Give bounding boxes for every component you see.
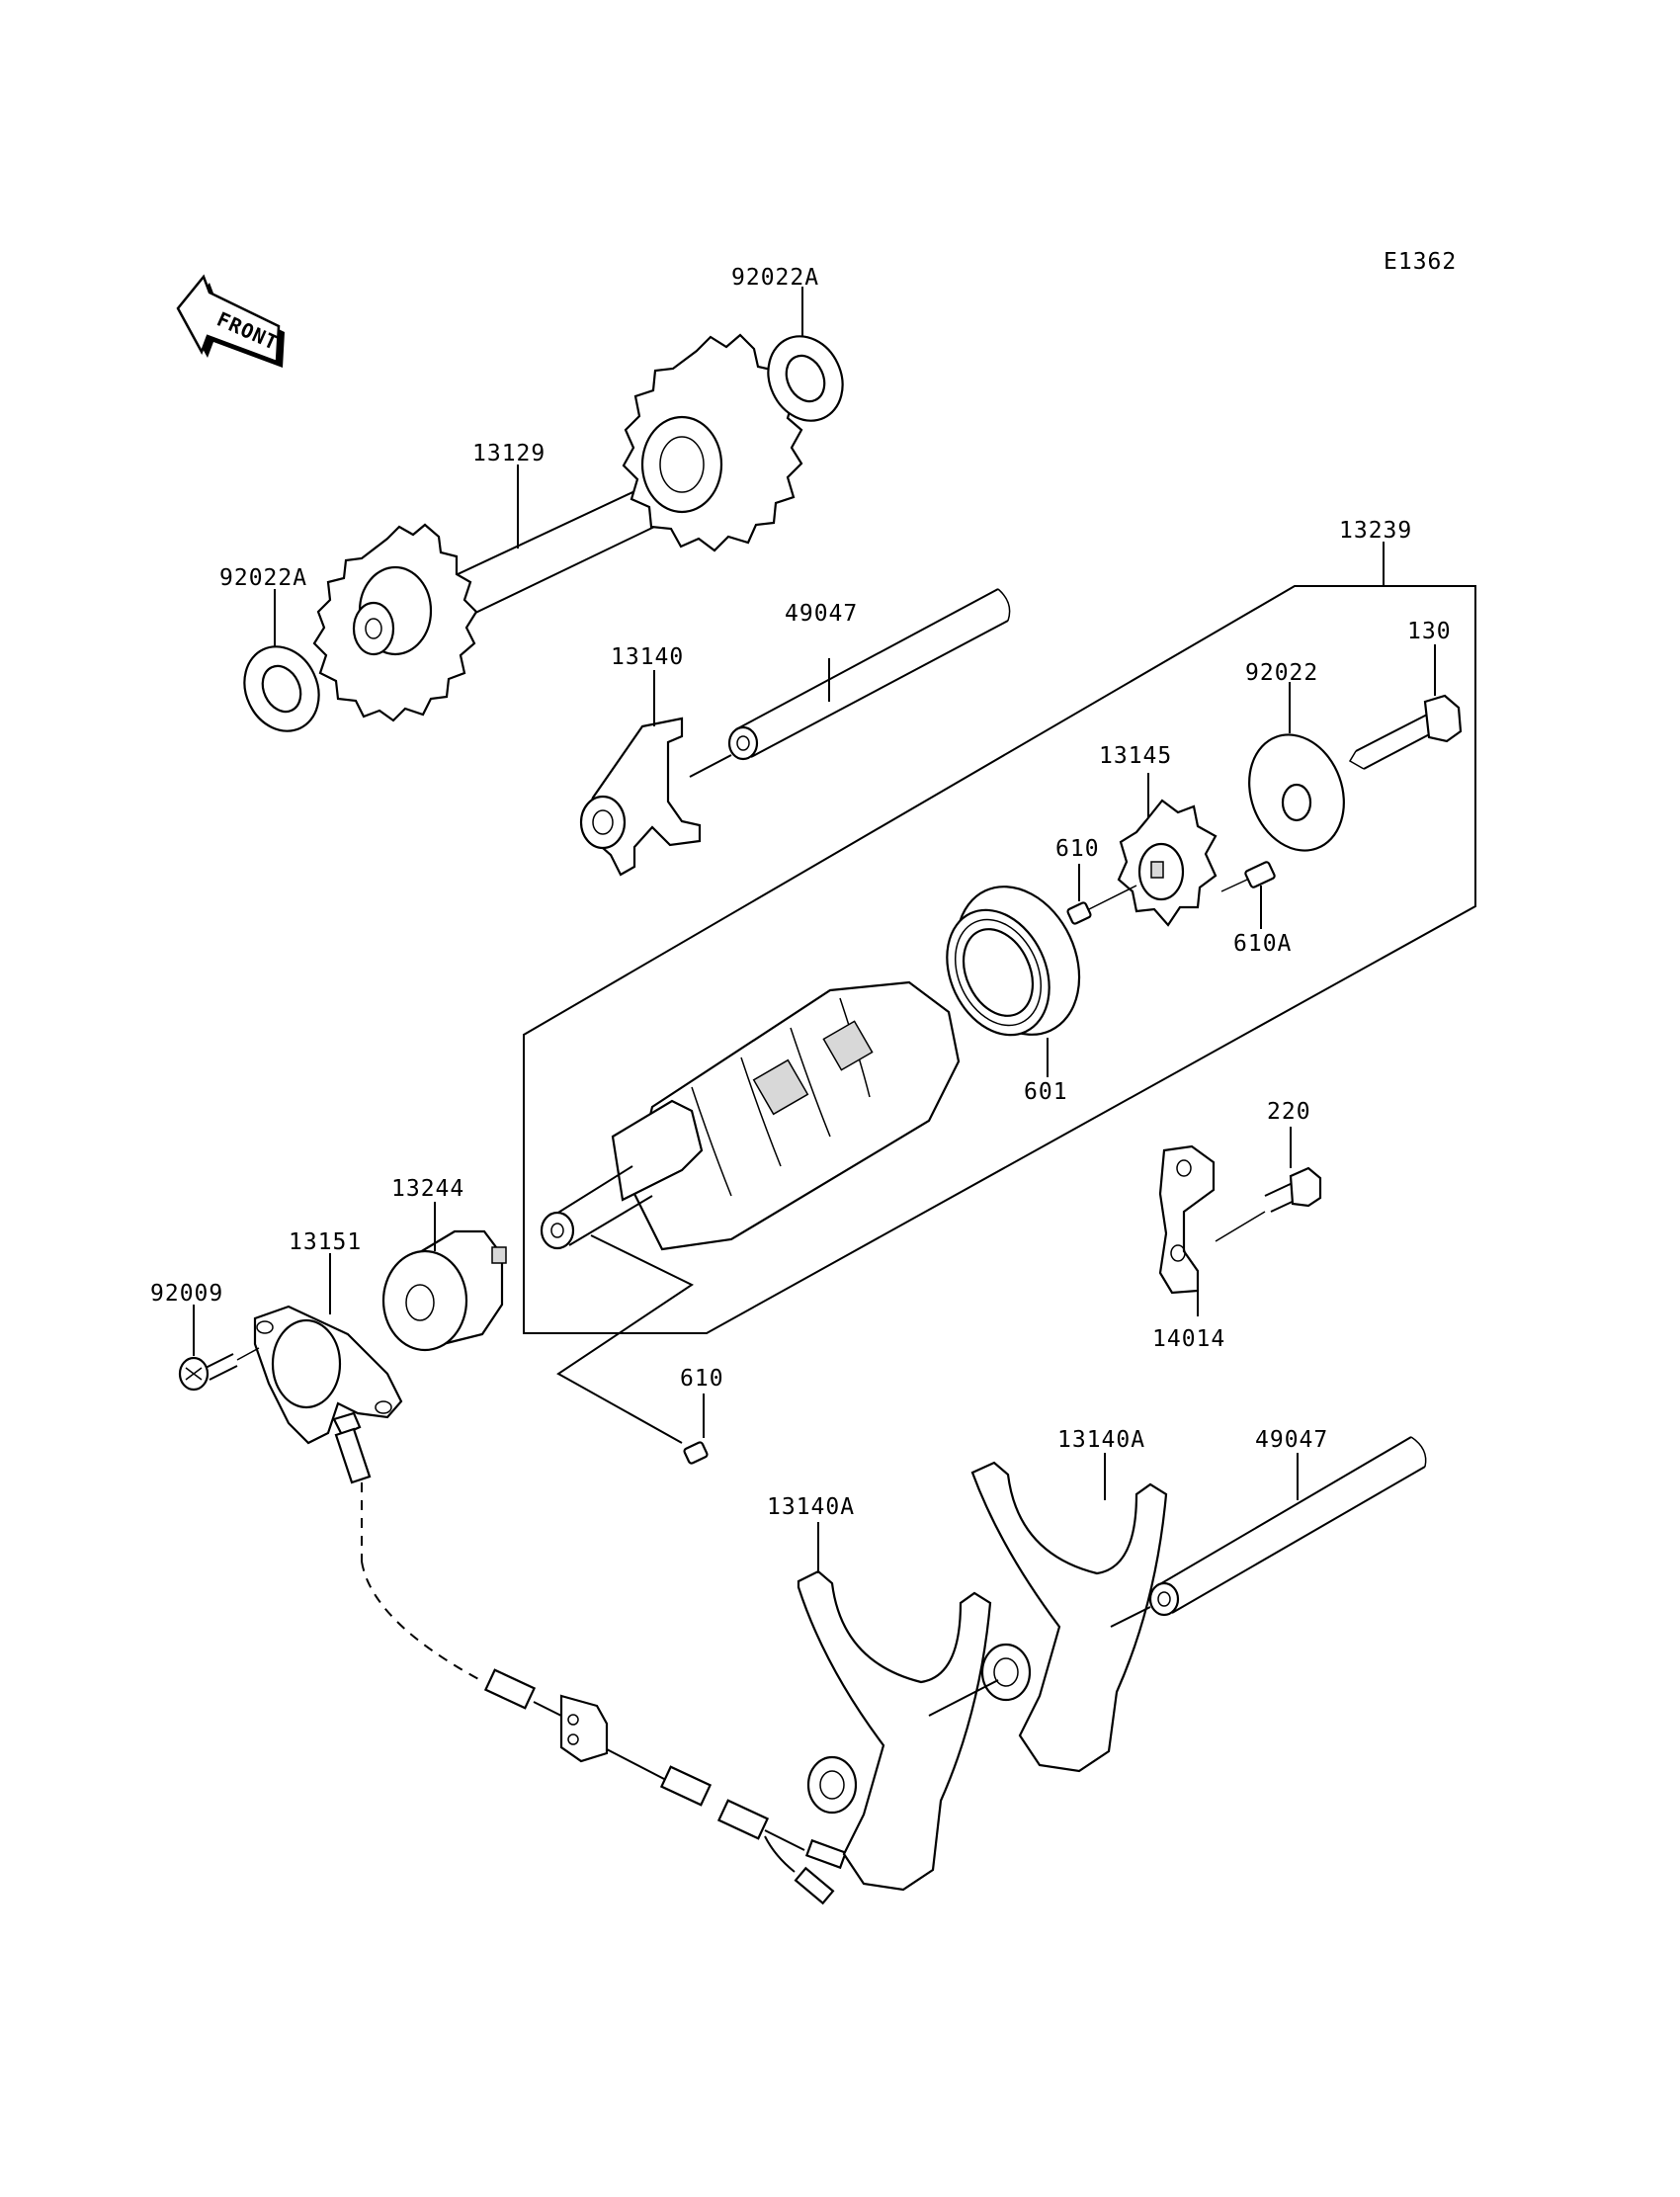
- label-13140A-right: 13140A: [1057, 1427, 1145, 1453]
- rod-49047-bottom[interactable]: [1148, 1436, 1427, 1617]
- label-49047-bottom: 49047: [1255, 1427, 1328, 1453]
- label-220: 220: [1267, 1099, 1311, 1125]
- front-arrow-icon: FRONT: [176, 274, 285, 368]
- bolt-130[interactable]: [1348, 694, 1463, 770]
- label-610A: 610A: [1233, 931, 1292, 957]
- large-gear-icon: [622, 333, 803, 552]
- fork-13140A-right[interactable]: [970, 1461, 1168, 1773]
- plate-14014[interactable]: [1158, 1144, 1216, 1295]
- label-610-lower: 610: [680, 1366, 724, 1392]
- label-92022A-left: 92022A: [219, 565, 307, 591]
- label-601: 601: [1024, 1079, 1068, 1105]
- pin-star-13145[interactable]: [1117, 799, 1218, 927]
- fork-13140[interactable]: [579, 717, 702, 877]
- wire-harness[interactable]: [361, 1482, 848, 1905]
- figure-code: E1362: [1384, 249, 1457, 275]
- label-13140: 13140: [611, 644, 684, 670]
- label-49047-top: 49047: [785, 601, 858, 627]
- rotor-13244[interactable]: [381, 1229, 507, 1352]
- dowel-610-upper[interactable]: [1066, 901, 1092, 925]
- screw-92009[interactable]: [178, 1353, 238, 1392]
- shaft-13129[interactable]: [312, 333, 803, 722]
- bolt-220[interactable]: [1264, 1166, 1322, 1213]
- label-92022: 92022: [1245, 660, 1318, 686]
- label-13129: 13129: [472, 441, 546, 466]
- label-92022A-top: 92022A: [731, 265, 819, 291]
- assembly-13239-outline: [523, 585, 1476, 1334]
- label-610-upper: 610: [1055, 836, 1100, 862]
- label-13239: 13239: [1339, 518, 1412, 544]
- label-13145: 13145: [1099, 743, 1172, 769]
- bearing-601[interactable]: [928, 867, 1103, 1055]
- label-14014: 14014: [1152, 1326, 1225, 1352]
- switch-13151[interactable]: [253, 1305, 403, 1484]
- washer-92022[interactable]: [1233, 721, 1359, 864]
- rod-49047-top[interactable]: [727, 588, 1011, 761]
- shift-drum[interactable]: [540, 980, 961, 1251]
- dowel-610A[interactable]: [1244, 861, 1276, 888]
- washer-92022A-left[interactable]: [231, 634, 332, 743]
- label-13151: 13151: [289, 1229, 362, 1255]
- washer-92022A-top[interactable]: [755, 324, 856, 433]
- dowel-610-lower[interactable]: [683, 1441, 709, 1465]
- small-gear-icon: [312, 523, 478, 722]
- fork-13140A-left[interactable]: [797, 1569, 992, 1892]
- label-130: 130: [1407, 619, 1452, 644]
- label-13140A-left: 13140A: [767, 1494, 855, 1520]
- label-13244: 13244: [391, 1176, 464, 1202]
- label-92009: 92009: [150, 1281, 223, 1307]
